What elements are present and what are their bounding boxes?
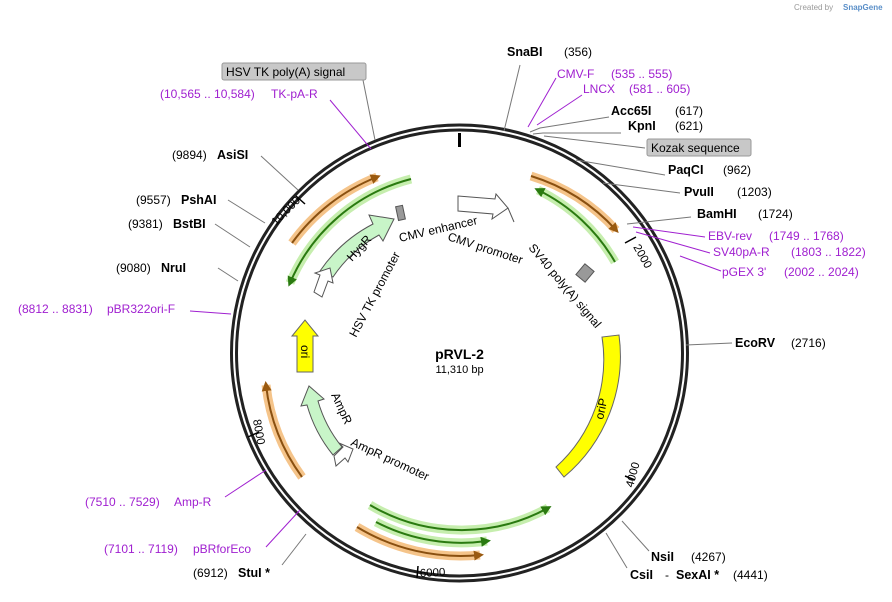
tick-6000: 6000 [420, 567, 446, 580]
enzyme-asisi: AsiSI [217, 148, 248, 162]
svg-text:(1203): (1203) [737, 185, 772, 199]
snapgene-credit: Created by SnapGene [794, 3, 883, 12]
primer-ebvrev: EBV-rev [708, 229, 752, 243]
orip-shape [555, 334, 621, 478]
tick-10000: 10,000 [270, 195, 303, 228]
hsvtk-polya-box: HSV TK poly(A) signal [221, 62, 367, 81]
svg-text:(8812 .. 8831): (8812 .. 8831) [18, 302, 93, 316]
enzyme-pshai: PshAI [181, 193, 216, 207]
enzyme-stui: StuI * [238, 566, 270, 580]
enzyme-nrui: NruI [161, 261, 186, 275]
svg-text:(2716): (2716) [791, 336, 826, 350]
plasmid-length: 11,310 bp [435, 364, 483, 376]
hygr-shape [319, 214, 395, 278]
label-cmv-promoter: CMV promoter [446, 230, 525, 267]
enzyme-kpni: KpnI [628, 119, 656, 133]
plasmid-backbone [230, 123, 689, 583]
label-ori: ori [298, 345, 312, 358]
svg-text:Kozak sequence: Kozak sequence [651, 141, 740, 155]
hsvtk-promoter-shape [313, 267, 334, 298]
primer-lncx: LNCX [583, 82, 615, 96]
svg-text:(9894): (9894) [172, 148, 207, 162]
svg-text:(621): (621) [675, 119, 703, 133]
enzyme-paqci: PaqCI [668, 163, 703, 177]
label-ampr-promoter: AmpR promoter [349, 435, 432, 483]
svg-text:(1724): (1724) [758, 207, 793, 221]
svg-text:(10,565 .. 10,584): (10,565 .. 10,584) [160, 87, 255, 101]
svg-text:SnapGene: SnapGene [843, 3, 883, 12]
primer-labels: CMV-F (535 .. 555) LNCX (581 .. 605) EBV… [18, 67, 866, 556]
svg-text:Created by: Created by [794, 3, 833, 12]
svg-text:(4267): (4267) [691, 550, 726, 564]
svg-text:(617): (617) [675, 104, 703, 118]
svg-text:(2002 .. 2024): (2002 .. 2024) [784, 265, 859, 279]
enzyme-ecorv: EcoRV [735, 336, 776, 350]
svg-text:(535 .. 555): (535 .. 555) [611, 67, 672, 81]
label-sv40-polya: SV40 poly(A) signal [526, 241, 604, 331]
svg-text:(4441): (4441) [733, 568, 768, 582]
primer-sv40par: SV40pA-R [713, 245, 770, 259]
svg-text:(962): (962) [723, 163, 751, 177]
svg-text:(1749 .. 1768): (1749 .. 1768) [769, 229, 844, 243]
orf-arcs [261, 171, 620, 561]
plasmid-center: pRVL-2 11,310 bp [435, 346, 484, 376]
features [290, 192, 621, 478]
leader-lines [214, 64, 733, 569]
primer-ampr: Amp-R [174, 495, 212, 509]
svg-text:(1803 .. 1822): (1803 .. 1822) [791, 245, 866, 259]
svg-text:(6912): (6912) [193, 566, 228, 580]
primer-cmvf: CMV-F [557, 67, 594, 81]
cmv-enhancer-shape [457, 192, 509, 221]
svg-text:-: - [665, 568, 669, 582]
tick-2000: 2000 [630, 243, 653, 271]
svg-text:(581 .. 605): (581 .. 605) [629, 82, 690, 96]
primer-pbrforeco: pBRforEco [193, 542, 251, 556]
enzyme-sexai: SexAI * [676, 568, 719, 582]
svg-text:(7101 .. 7119): (7101 .. 7119) [104, 542, 178, 556]
enzyme-acc65i: Acc65I [611, 104, 651, 118]
svg-text:(9381): (9381) [128, 217, 163, 231]
kozak-box: Kozak sequence [646, 138, 752, 157]
ampr-promoter-shape [333, 442, 354, 467]
enzyme-csii: CsiI [630, 568, 653, 582]
enzyme-pvuii: PvuII [684, 185, 714, 199]
svg-text:(9080): (9080) [116, 261, 151, 275]
svg-text:(7510 .. 7529): (7510 .. 7529) [85, 495, 160, 509]
label-ampr: AmpR [328, 390, 355, 426]
plasmid-name: pRVL-2 [435, 346, 484, 362]
svg-text:HSV TK poly(A) signal: HSV TK poly(A) signal [226, 65, 345, 79]
enzyme-bstbi: BstBI [173, 217, 206, 231]
ampr-shape [300, 385, 343, 456]
tick-8000: 8000 [250, 418, 266, 445]
primer-pgex3: pGEX 3' [722, 265, 766, 279]
svg-text:(9557): (9557) [136, 193, 171, 207]
enzyme-snabi: SnaBI [507, 45, 542, 59]
hsvtk-polya-shape [395, 204, 406, 222]
enzyme-nsii: NsiI [651, 550, 674, 564]
enzyme-labels: SnaBI (356) Acc65I (617) KpnI (621) PaqC… [116, 45, 826, 582]
primer-lines [189, 77, 722, 548]
svg-text:(356): (356) [564, 45, 592, 59]
ori-shape [290, 319, 320, 373]
primer-pbr322orif: pBR322ori-F [107, 302, 175, 316]
enzyme-bamhi: BamHI [697, 207, 737, 221]
label-orip: oriP [592, 397, 610, 421]
primer-tkpar: TK-pA-R [271, 87, 318, 101]
sv40-polya-shape [575, 263, 595, 283]
